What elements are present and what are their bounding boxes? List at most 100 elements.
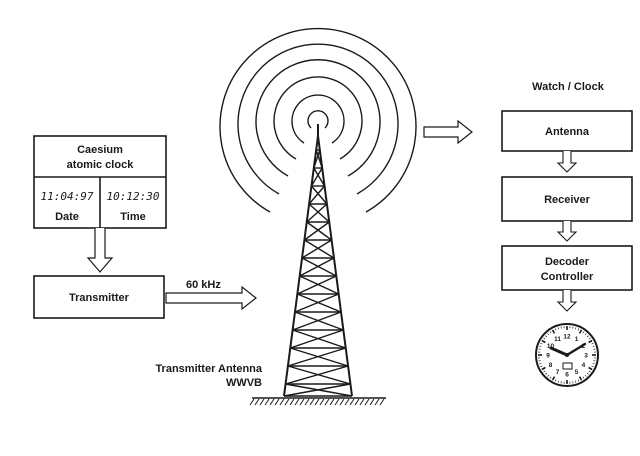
tower-right-leg — [317, 135, 353, 397]
clock-tick — [539, 345, 542, 347]
clock-tick — [578, 329, 583, 334]
clock-tick — [588, 339, 593, 344]
ground-hatch-mark — [339, 398, 345, 406]
receiver-label: Receiver — [544, 194, 591, 206]
ground-hatch-mark — [269, 398, 275, 406]
clock-tick — [547, 333, 550, 336]
clock-tick — [557, 327, 559, 330]
watch-clock-title: Watch / Clock — [532, 81, 605, 93]
decoder-controller-box — [501, 245, 633, 291]
clock-numeral: 1 — [575, 336, 579, 343]
clock-tick — [575, 380, 577, 383]
tower-brace — [301, 239, 332, 259]
ground-hatch-mark — [299, 398, 305, 406]
decoder-label-line2: Controller — [541, 271, 594, 283]
tower-brace — [299, 257, 335, 277]
ground-hatch-mark — [364, 398, 370, 406]
date-label: Date — [55, 211, 79, 223]
frequency-label: 60 kHz — [186, 279, 221, 291]
clock-tick — [557, 380, 559, 383]
tower-left-leg — [283, 135, 319, 397]
clock-tick — [543, 337, 546, 340]
receiver-to-decoder-arrow — [556, 221, 578, 242]
radio-wave-1 — [307, 110, 329, 129]
clock-numeral: 11 — [554, 336, 561, 343]
tower-lattice — [283, 149, 353, 397]
clock-numeral: 6 — [565, 372, 569, 379]
ground-hatch-mark — [249, 398, 255, 406]
ground-hatch-mark — [344, 398, 350, 406]
radio-waves — [219, 27, 417, 213]
clock-numeral: 8 — [549, 362, 553, 369]
ground-hatch-mark — [374, 398, 380, 406]
antenna-to-receiver-arrow — [556, 151, 578, 173]
watch-antenna-label: Antenna — [545, 126, 590, 138]
clock-tick — [588, 337, 591, 340]
clock-ticks — [538, 326, 596, 384]
clock-tick — [586, 372, 589, 375]
clock-numeral: 12 — [563, 334, 571, 341]
clock-numeral: 2 — [582, 343, 586, 350]
tower-brace — [310, 167, 323, 187]
clock-tick — [554, 328, 557, 331]
clock-tick — [577, 328, 580, 331]
antenna-caption-line1: Transmitter Antenna — [155, 363, 262, 375]
ground-hatch-mark — [289, 398, 295, 406]
ground-hatch-mark — [259, 398, 265, 406]
clock-tick — [540, 342, 543, 345]
clock-tick — [545, 372, 548, 375]
time-label: Time — [120, 211, 145, 223]
clock-to-transmitter-arrow — [86, 228, 114, 273]
clock-tick — [575, 327, 577, 330]
clock-tick — [592, 345, 595, 347]
transmitter-to-antenna-arrow — [165, 285, 257, 311]
clock-numeral: 4 — [582, 362, 586, 369]
tower-brace — [315, 149, 323, 169]
tower-brace — [290, 329, 344, 349]
clock-tick — [543, 370, 546, 373]
tower-brace — [308, 203, 330, 223]
tower-brace — [283, 383, 351, 397]
clock-tick — [582, 376, 585, 379]
ground-hatch-mark — [359, 398, 365, 406]
ground-hatch-mark — [329, 398, 335, 406]
clock-tick — [541, 339, 546, 344]
radio-wave-4 — [255, 59, 381, 177]
tower-brace — [292, 311, 342, 331]
tower-brace — [313, 167, 326, 187]
ground-hatch-mark — [294, 398, 300, 406]
clock-date-window — [562, 362, 573, 370]
tower-brace — [299, 275, 339, 295]
clock-hour-hand — [549, 346, 569, 357]
ground-hatch-mark — [254, 398, 260, 406]
ground-hatch-mark — [279, 398, 285, 406]
tower-brace — [308, 185, 326, 205]
tower-brace — [304, 239, 335, 259]
clock-tick — [584, 333, 587, 336]
broadcast-to-watch-arrow — [423, 119, 473, 145]
clock-tick — [539, 363, 542, 365]
clock-tick — [545, 335, 548, 338]
clock-tick — [588, 366, 593, 371]
transmitter-label: Transmitter — [69, 292, 130, 304]
decoder-to-clock-arrow — [556, 290, 578, 312]
ground-hatch-mark — [284, 398, 290, 406]
ground-hatch-mark — [264, 398, 270, 406]
ground-hatch-mark — [324, 398, 330, 406]
clock-tick — [577, 379, 580, 382]
tower-brace — [297, 293, 342, 313]
clock-tick — [551, 329, 556, 334]
clock-numeral: 5 — [575, 369, 579, 376]
transmitter-box — [33, 275, 165, 319]
ground — [249, 397, 386, 406]
tower-brace — [306, 221, 333, 241]
clock-tick — [578, 376, 583, 381]
clock-tick — [588, 370, 591, 373]
clock-tick — [584, 374, 587, 377]
decoder-label-line1: Decoder — [545, 256, 590, 268]
ground-hatch-mark — [354, 398, 360, 406]
clock-tick — [582, 331, 585, 334]
ground-hatch-mark — [334, 398, 340, 406]
